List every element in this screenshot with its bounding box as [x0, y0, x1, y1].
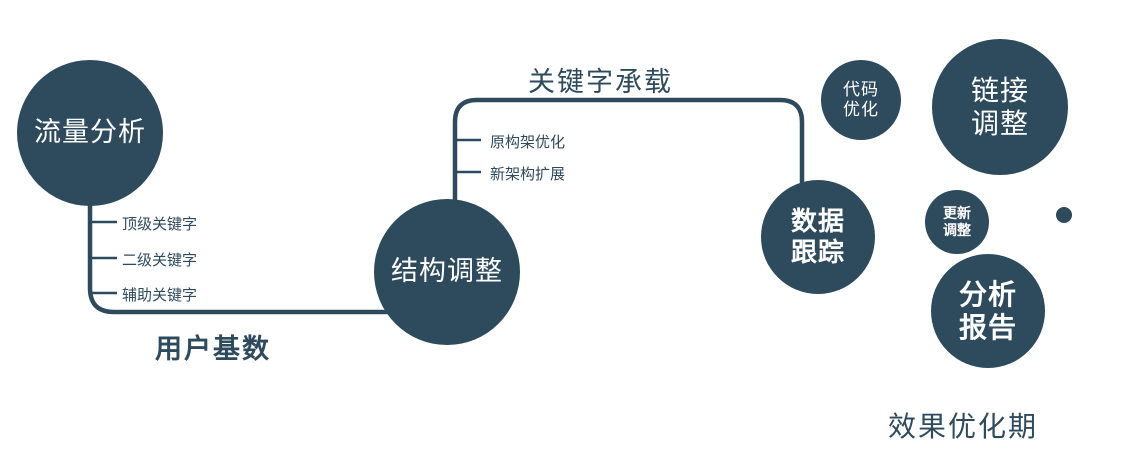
node-traffic-analysis-label: 流量分析 — [34, 117, 146, 148]
node-data-tracking: 数据 跟踪 — [761, 180, 875, 294]
node-code-optimization: 代码 优化 — [821, 60, 901, 140]
node-data-tracking-line1: 数据 — [790, 206, 845, 237]
node-analysis-report: 分析 报告 — [931, 254, 1045, 368]
node-structure-adjustment: 结构调整 — [374, 199, 520, 345]
branch-label-top-keywords: 顶级关键字 — [122, 216, 198, 233]
label-effect-optimization-period: 效果优化期 — [888, 411, 1039, 442]
edge-label-keyword-carry: 关键字承载 — [528, 67, 673, 97]
node-update-adjustment: 更新 调整 — [925, 190, 989, 254]
edge-label-user-base: 用户基数 — [155, 334, 271, 364]
node-update-adjustment-line2: 调整 — [943, 222, 971, 238]
node-analysis-report-line1: 分析 — [958, 278, 1017, 310]
node-link-adjustment-line2: 调整 — [970, 108, 1029, 139]
edge-structure-to-tracking — [452, 97, 805, 210]
node-update-adjustment-line1: 更新 — [943, 205, 971, 222]
node-link-adjustment-line1: 链接 — [970, 74, 1029, 106]
node-code-optimization-line2: 优化 — [843, 100, 879, 119]
branch-label-aux-keywords: 辅助关键字 — [122, 287, 198, 304]
node-code-optimization-line1: 代码 — [843, 79, 879, 99]
branch-label-original-architecture: 原构架优化 — [490, 134, 566, 151]
bullet-dot — [1056, 207, 1072, 223]
node-traffic-analysis: 流量分析 — [17, 60, 163, 206]
node-analysis-report-line2: 报告 — [958, 312, 1017, 343]
branch-label-new-architecture: 新架构扩展 — [490, 166, 566, 183]
branch-label-second-keywords: 二级关键字 — [122, 252, 198, 269]
edge-traffic-to-structure — [87, 196, 400, 315]
node-link-adjustment: 链接 调整 — [932, 39, 1068, 175]
node-structure-adjustment-label: 结构调整 — [391, 256, 503, 287]
node-data-tracking-line2: 跟踪 — [790, 237, 845, 267]
